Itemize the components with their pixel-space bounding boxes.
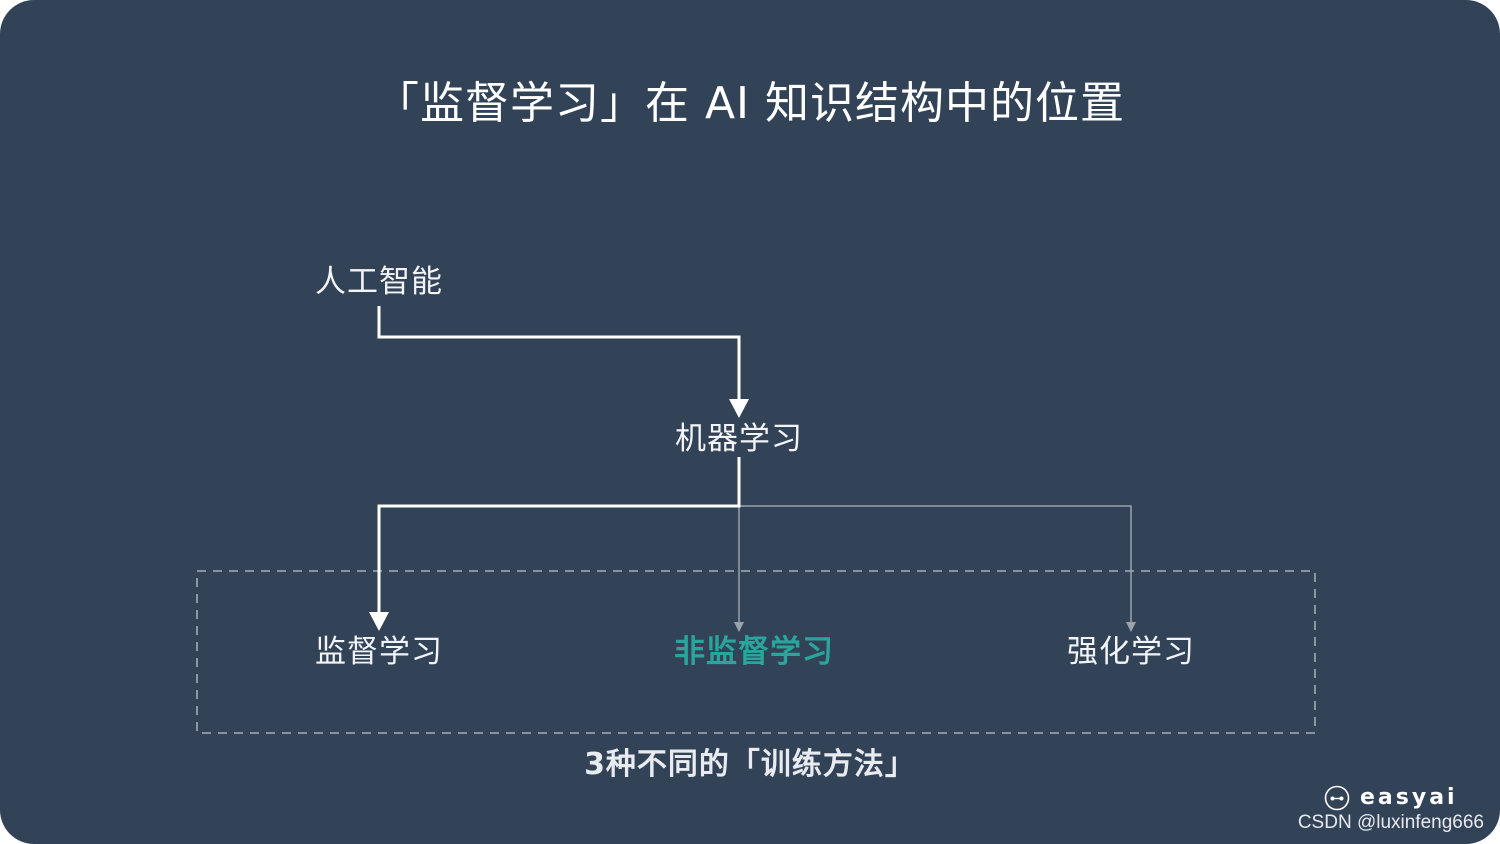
credit-watermark: CSDN @luxinfeng666 <box>1297 812 1484 833</box>
brand-logo: easyai <box>1324 784 1458 812</box>
arrowhead-reinforcement <box>1126 622 1136 632</box>
node-supervised-learning: 监督学习 <box>315 634 443 670</box>
arrowhead-supervised <box>369 612 389 631</box>
page-title: 「监督学习」在 AI 知识结构中的位置 <box>374 78 1126 129</box>
training-methods-caption: 3种不同的「训练方法」 <box>584 747 916 782</box>
node-artificial-intelligence: 人工智能 <box>315 264 443 300</box>
arrowhead-ml <box>729 399 749 418</box>
node-reinforcement-learning: 强化学习 <box>1067 634 1195 670</box>
brand-name: easyai <box>1360 785 1458 810</box>
node-unsupervised-learning: 非监督学习 <box>674 634 834 670</box>
connector-ai-to-ml <box>377 306 741 402</box>
node-machine-learning: 机器学习 <box>675 421 803 457</box>
connector-ml-to-supervised <box>377 457 741 614</box>
arrowhead-unsupervised <box>734 622 744 632</box>
face-logo-icon <box>1324 785 1350 811</box>
connector-ml-to-reinforcement <box>739 505 1132 624</box>
